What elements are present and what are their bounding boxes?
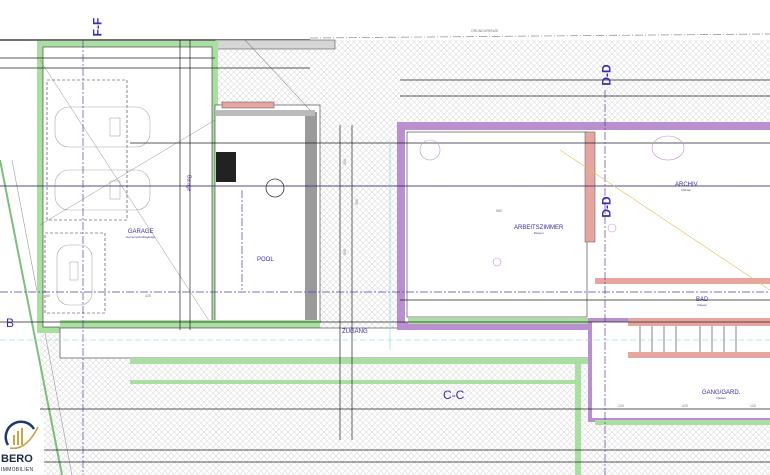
boundary-label: GRUNDGRENZE [471,29,499,33]
section-marker-f-f: F-F [90,17,105,37]
room-sub: Fliesen [716,396,726,400]
dimension-label: 50 [46,294,50,298]
room-name: GANG/GARD. [702,390,741,396]
room-gang-gard: GANG/GARD. Fliesen [702,390,740,400]
dimension-label: 425 [145,294,151,298]
boundary-diagonal [0,159,63,475]
dimension-label: 250 [342,159,347,165]
room-sub: Gemeinschaftsgarage [126,235,156,239]
section-marker-d-d-top: D-D [599,64,614,86]
dimension-label: 300 [354,199,359,205]
dimension-label: 580 [496,209,502,213]
room-sub: Fliesen [697,303,707,307]
room-arbeitszimmer: ARBEITSZIMMER Fliesen [514,225,563,235]
room-garage: GARAGE Gemeinschaftsgarage [126,229,155,239]
room-sub: Fliesen [533,231,544,235]
dimension-label: 120 [618,404,624,408]
room-sub: Fliesen [681,188,692,192]
room-name: BAD [696,297,709,303]
boundary-line [309,33,770,39]
logo-subtitle: IMMOBILIEN [1,467,34,473]
room-archiv: ARCHIV Fliesen [675,182,698,192]
corridor [59,327,591,359]
dimension-label: 120 [750,404,756,408]
room-zugang: ZUGANG [342,329,368,335]
room-bad: BAD Fliesen [696,297,708,307]
logo-name: BERO [1,453,33,465]
dimension-label: 500 [342,249,347,255]
company-logo: BERO IMMOBILIEN [0,415,44,475]
section-marker-c-c: C-C [443,388,465,402]
pool-room [214,104,321,324]
room-name: GARAGE [127,229,154,235]
section-marker-d-d: D-D [599,196,614,218]
logo-mark-icon [4,420,39,450]
room-name: ARCHIV [675,182,698,188]
car-icon [54,106,151,306]
section-marker-b: B [6,316,15,330]
room-pool: POOL [257,257,274,263]
room-name: ARBEITSZIMMER [514,225,564,231]
dimension-label: 420 [682,404,688,408]
garage-side-label: Garage [185,174,192,192]
